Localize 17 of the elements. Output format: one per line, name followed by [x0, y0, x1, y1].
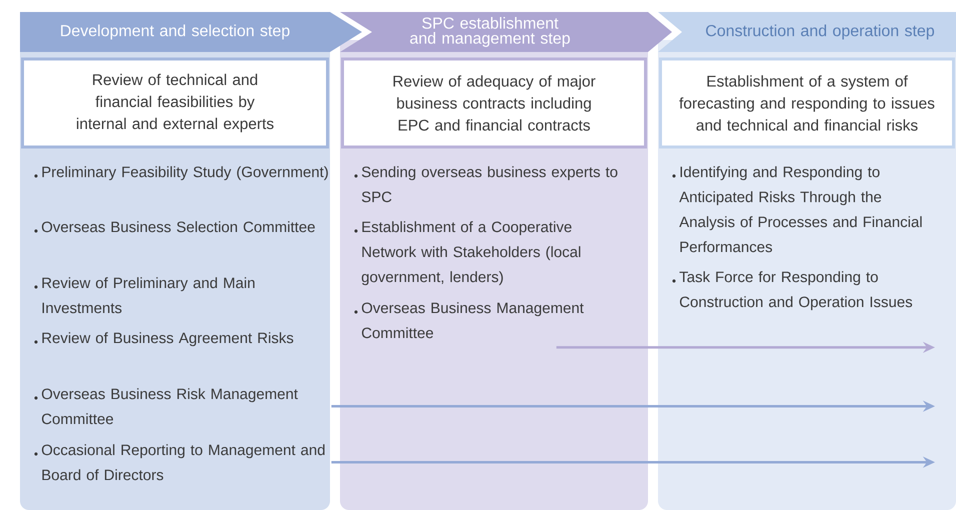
step-header-banner: SPC establishment and management step — [340, 12, 672, 52]
bullet-item: Review of Preliminary and Main Investments — [34, 277, 254, 314]
bullet-item: Overseas Business Selection Committee — [34, 221, 315, 233]
bullet-item: Review of Business Agreement Risks — [34, 332, 294, 346]
description-box: Establishment of a system of forecasting and responding to issues and technical and financial risks — [659, 58, 955, 148]
bullet-item: Sending overseas business experts to SPC — [354, 166, 618, 202]
bullet-item: Preliminary Feasibility Study (Government) — [34, 166, 328, 180]
description-box: Review of adequacy of major business contracts including EPC and financial contracts — [341, 58, 647, 148]
description-box: Review of technical and financial feasibilities by internal and external experts — [21, 58, 329, 148]
bullet-item: Overseas Business Risk Management Committee — [34, 388, 298, 424]
step-header-banner: Development and selection step — [20, 12, 362, 52]
bullet-item: Task Force for Responding to Construction and Operation Issues — [672, 271, 912, 310]
step-header-banner: Construction and operation step — [658, 12, 956, 52]
bullet-item: Occasional Reporting to Management and Board of Directors — [34, 444, 325, 480]
bullet-item: Establishment of a Cooperative Network with Stakeholders (local government, lenders) — [354, 221, 580, 286]
bullet-item: Overseas Business Management Committee — [354, 302, 584, 338]
bullet-item: Identifying and Responding to Anticipated Risks Through the Analysis of Processes and Financial Performances — [672, 166, 922, 252]
